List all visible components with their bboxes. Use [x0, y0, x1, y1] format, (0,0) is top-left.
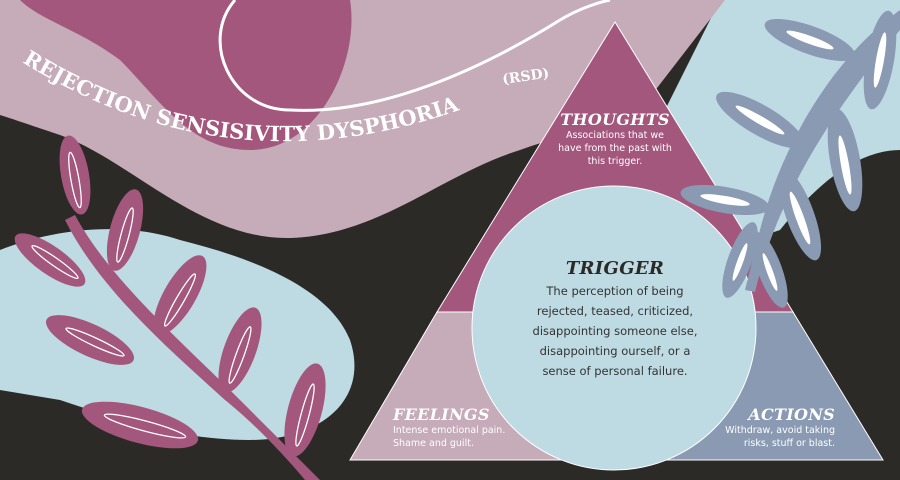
actions-line: risks, stuff or blast.	[743, 438, 835, 449]
trigger-line: sense of personal failure.	[542, 364, 688, 378]
thoughts-line: Associations that we	[566, 130, 664, 141]
trigger-heading: TRIGGER	[565, 258, 665, 279]
trigger-line: rejected, teased, criticized,	[536, 304, 694, 318]
lightblue-blob	[0, 229, 355, 440]
actions-label: ACTIONS Withdraw, avoid taking risks, st…	[680, 405, 835, 450]
trigger-line: disappointing someone else,	[532, 324, 698, 338]
trigger-circle	[471, 185, 757, 471]
slate-leaf-highlights	[700, 30, 887, 291]
feelings-label: FEELINGS Intense emotional pain. Shame a…	[393, 405, 553, 450]
thoughts-heading: THOUGHTS	[560, 110, 670, 129]
trigger-label: TRIGGER The perception of being rejected…	[490, 258, 740, 379]
trigger-line: disappointing ourself, or a	[539, 344, 691, 358]
triangle-diagram	[349, 21, 884, 471]
thoughts-line: have from the past with	[558, 143, 672, 154]
actions-heading: ACTIONS	[748, 405, 835, 424]
thoughts-line: this trigger.	[587, 156, 643, 167]
actions-line: Withdraw, avoid taking	[725, 425, 835, 436]
mauve-blob	[20, 0, 352, 150]
trigger-line: The perception of being	[546, 284, 684, 298]
title-abbr: (RSD)	[501, 66, 550, 88]
feelings-line: Intense emotional pain.	[393, 425, 506, 436]
thoughts-label: THOUGHTS Associations that we have from …	[540, 110, 690, 168]
white-swirl	[218, 0, 611, 112]
feelings-heading: FEELINGS	[393, 405, 490, 424]
purple-leaf-veins	[31, 151, 315, 447]
feelings-line: Shame and guilt.	[393, 438, 474, 449]
